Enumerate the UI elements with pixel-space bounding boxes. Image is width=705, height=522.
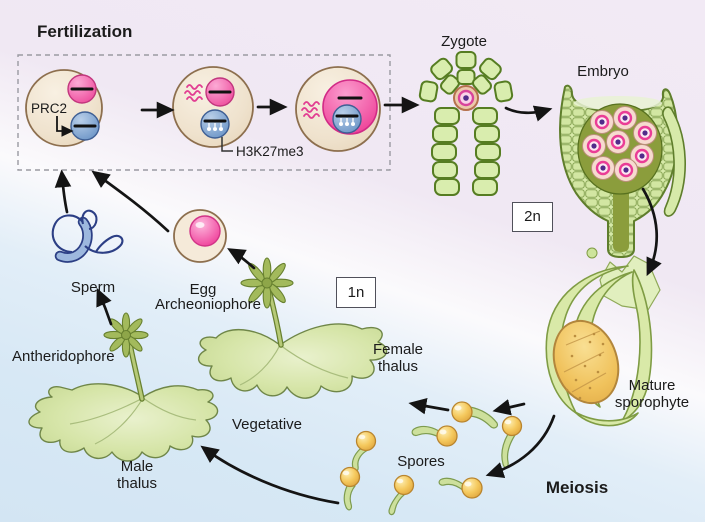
spore-icon <box>351 430 377 472</box>
embryo-label: Embryo <box>577 63 629 80</box>
cycle-arrows <box>54 96 662 505</box>
fertilization-label: Fertilization <box>37 22 133 41</box>
paternal-chromatin-h3k27me3-icon <box>200 109 230 139</box>
transcription-squiggles-icon <box>184 84 203 102</box>
h3k27me3-label: H3K27me3 <box>236 144 304 159</box>
arrow-spore-chain-right <box>492 399 526 416</box>
haploid-badge: 1n <box>336 277 376 308</box>
arrow-spore-chain-left <box>408 397 450 415</box>
arrow-sporophyte-to-spores <box>485 414 556 478</box>
spores-label: Spores <box>397 453 445 470</box>
spore-icon <box>339 466 361 511</box>
antheridiophore-label: Antheridophore <box>12 348 115 365</box>
antheridiophore-icon <box>103 312 149 402</box>
fertilized-cell-2-icon <box>172 66 254 152</box>
spore-icon <box>388 474 415 516</box>
sporophyte-illustration <box>545 247 661 427</box>
arrow-archegoniophore-to-egg <box>227 248 256 270</box>
diploid-badge: 2n <box>512 202 553 232</box>
arrow-antheridiophore-to-sperm <box>96 287 113 326</box>
prc2-label: PRC2 <box>31 101 68 116</box>
zygote-label: Zygote <box>441 33 487 50</box>
spore-icon <box>411 425 458 447</box>
mature-sporophyte-label: Mature sporophyte <box>614 377 690 412</box>
pink-chromatin-domain-icon <box>322 79 378 135</box>
egg-icon <box>173 209 227 263</box>
spores-illustration <box>339 401 523 516</box>
paternal-chromatin-icon <box>70 111 100 141</box>
fertilized-cell-3-icon <box>295 66 381 152</box>
arrow-embryo-to-sporophyte <box>641 187 662 277</box>
arrow-spores-to-thallus <box>200 445 340 505</box>
embryo-illustration <box>559 84 686 258</box>
arrow-zygote-to-embryo <box>504 105 553 122</box>
spore-icon <box>438 477 483 499</box>
capsule-speckles <box>565 332 605 400</box>
egg-label: Egg <box>189 281 217 298</box>
female-thallus-label: Female thalus <box>372 341 424 376</box>
archegoniophore-label: Archeoniophore <box>155 296 261 313</box>
sperm-label: Sperm <box>70 279 116 296</box>
female-thallus-leaf <box>197 323 388 399</box>
embryo-cells-icon <box>582 106 657 182</box>
zygote-cell-icon <box>453 85 479 111</box>
male-thallus-label: Male thalus <box>116 458 158 493</box>
prc2-arrow <box>56 116 74 137</box>
sperm-icon <box>51 209 124 263</box>
spore-capsule-icon <box>552 319 620 405</box>
fertilized-cell-1-icon <box>25 69 103 147</box>
vegetative-label: Vegetative <box>231 416 303 433</box>
male-thallus-illustration <box>28 312 219 462</box>
h3k27me3-pointer-line <box>221 137 233 152</box>
transcription-squiggles-icon <box>301 101 320 119</box>
zygote-illustration <box>418 51 514 196</box>
maternal-chromatin-icon <box>205 77 235 107</box>
embryo-right-flap <box>662 106 686 217</box>
fertilization-panel <box>17 54 391 171</box>
spore-icon <box>451 401 499 429</box>
arrow-egg-to-fertilization <box>91 170 170 233</box>
meiosis-label: Meiosis <box>545 478 609 497</box>
male-thallus-leaf <box>28 383 219 462</box>
arrow-sperm-to-fertilization <box>54 169 72 214</box>
maternal-chromatin-icon <box>67 74 97 104</box>
